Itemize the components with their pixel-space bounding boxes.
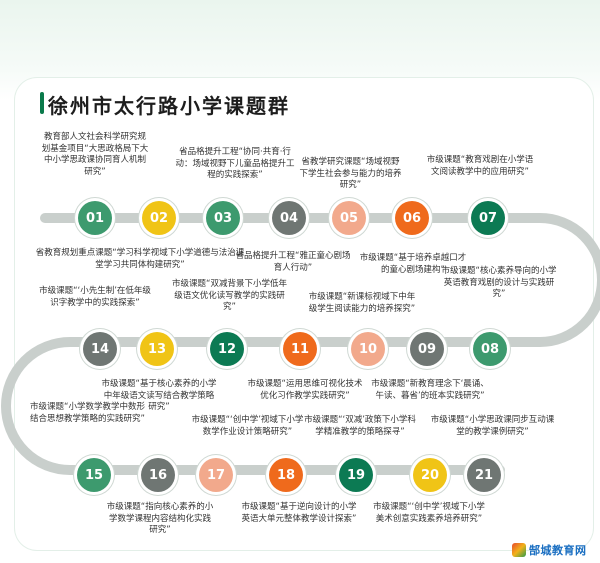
node-18: 18 xyxy=(269,458,303,492)
node-19: 19 xyxy=(339,458,373,492)
node-label-03: 省品格提升工程“协同·共育·行动：场域视野下儿童品格提升工程的实践探索” xyxy=(175,147,295,180)
node-07: 07 xyxy=(471,201,505,235)
node-20: 20 xyxy=(413,458,447,492)
node-09: 09 xyxy=(410,332,444,366)
node-number: 10 xyxy=(358,341,378,357)
node-03: 03 xyxy=(206,201,240,235)
node-number: 17 xyxy=(206,467,226,483)
node-number: 03 xyxy=(213,210,233,226)
node-02: 02 xyxy=(142,201,176,235)
node-16: 16 xyxy=(141,458,175,492)
node-label-21: 市级课题“小学思政课同步互动课堂的教学课例研究” xyxy=(430,415,555,437)
node-label-18: 市级课题“基于逆向设计的小学英语大单元整体教学设计探索” xyxy=(241,502,357,524)
colorful-book-icon xyxy=(512,543,526,557)
node-label-12: 市级课题“双减背景下小学低年级语文优化读写教学的实践研究” xyxy=(172,279,287,312)
node-17: 17 xyxy=(199,458,233,492)
node-label-04: 省品格提升工程“雅正童心剧场育人行动” xyxy=(235,251,351,273)
node-number: 06 xyxy=(402,210,422,226)
page-title: 徐州市太行路小学课题群 xyxy=(48,94,290,118)
node-label-20: 市级课题“‘创中学’视域下小学美术创意实践素养培养研究” xyxy=(373,502,485,524)
node-number: 12 xyxy=(217,341,237,357)
node-number: 15 xyxy=(84,467,104,483)
node-number: 19 xyxy=(346,467,366,483)
node-05: 05 xyxy=(332,201,366,235)
node-01: 01 xyxy=(78,201,112,235)
node-label-14: 市级课题“‘小先生制’在低年级识字教学中的实践探索” xyxy=(39,286,151,308)
node-label-07: 市级课题“教育戏剧在小学语文阅读教学中的应用研究” xyxy=(426,155,534,177)
node-number: 08 xyxy=(480,341,500,357)
node-label-08: 市级课题“核心素养导向的小学英语教育戏剧的设计与实践研究” xyxy=(441,266,557,299)
node-label-16: 市级课题“指向核心素养的小学数学课程内容结构化实践研究” xyxy=(106,502,214,535)
node-15: 15 xyxy=(77,458,111,492)
node-number: 07 xyxy=(478,210,498,226)
node-number: 04 xyxy=(279,210,299,226)
node-label-06: 市级课题“基于培养卓越口才的童心剧场建构” xyxy=(359,253,467,275)
watermark-logo: 郜城教育网 xyxy=(512,542,587,558)
node-10: 10 xyxy=(351,332,385,366)
node-12: 12 xyxy=(210,332,244,366)
node-06: 06 xyxy=(395,201,429,235)
node-13: 13 xyxy=(140,332,174,366)
node-08: 08 xyxy=(473,332,507,366)
node-number: 02 xyxy=(149,210,169,226)
node-label-11: 市级课题“运用思维可视化技术优化习作教学实践研究” xyxy=(247,379,363,401)
node-11: 11 xyxy=(283,332,317,366)
node-number: 20 xyxy=(420,467,440,483)
node-label-05: 省教学研究课题“场域视野下学生社会参与能力的培养研究” xyxy=(299,157,402,190)
watermark-text: 郜城教育网 xyxy=(529,544,587,557)
node-label-02: 省教育规划重点课题“学习科学视域下小学道德与法治课堂学习共同体构建研究” xyxy=(35,248,245,270)
title-accent-bar xyxy=(40,92,44,114)
node-number: 13 xyxy=(147,341,167,357)
node-14: 14 xyxy=(83,332,117,366)
node-label-09: 市级课题“新教育理念下‘晨诵、午读、暮省’的班本实践研究” xyxy=(371,379,489,401)
node-number: 11 xyxy=(290,341,310,357)
node-label-17: 市级课题“‘创中学’视域下小学数学作业设计策略研究” xyxy=(191,415,304,437)
node-number: 05 xyxy=(339,210,359,226)
node-number: 01 xyxy=(85,210,105,226)
node-number: 21 xyxy=(474,467,494,483)
node-label-15: 市级课题“小学数学教学中数形结合思想教学策略的实践研究” xyxy=(30,402,145,424)
node-number: 18 xyxy=(276,467,296,483)
node-04: 04 xyxy=(272,201,306,235)
node-label-01: 教育部人文社会科学研究规划基金项目“大思政格局下大中小学思政课协同育人机制研究” xyxy=(41,132,149,177)
node-number: 14 xyxy=(90,341,110,357)
node-21: 21 xyxy=(467,458,501,492)
node-number: 16 xyxy=(148,467,168,483)
node-label-10: 市级课题“新课标视域下中年级学生阅读能力的培养探究” xyxy=(308,292,416,314)
node-number: 09 xyxy=(417,341,437,357)
node-label-19: 市级课题“‘双减’政策下小学科学精准教学的策略探寻” xyxy=(304,415,416,437)
node-label-13: 市级课题“基于核心素养的小学中年级语文读写结合教学策略研究” xyxy=(101,379,217,412)
